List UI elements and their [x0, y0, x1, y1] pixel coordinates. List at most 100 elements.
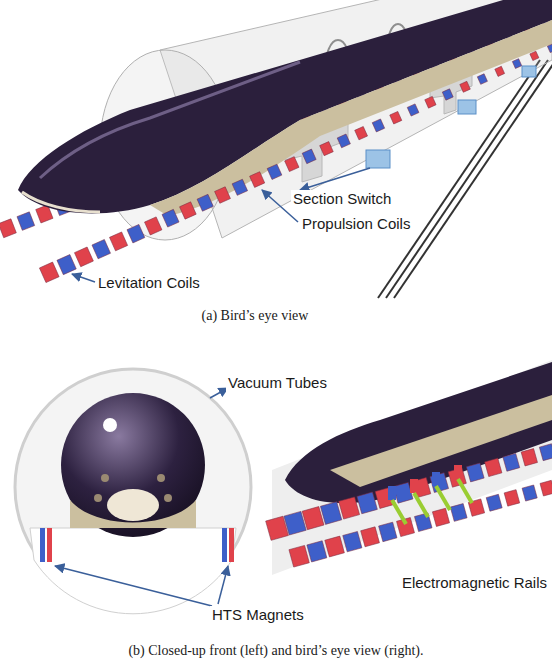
rail-coil — [504, 490, 520, 506]
highlight — [103, 418, 117, 432]
callout-label: Levitation Coils — [96, 274, 202, 292]
levitation-coil — [425, 96, 436, 108]
hts-magnet — [222, 528, 227, 562]
levitation-coil — [232, 179, 247, 195]
levitation-coil — [337, 134, 350, 148]
levitation-coil — [267, 164, 282, 179]
train-nose-trim — [22, 192, 100, 212]
rail-coil — [302, 507, 324, 530]
rail-coil — [357, 492, 377, 514]
levitation-coil — [442, 89, 453, 100]
callout-label: HTS Magnets — [210, 606, 306, 624]
hts-magnet — [410, 479, 418, 493]
hts-magnet — [432, 472, 440, 486]
propulsion-coil — [17, 212, 35, 230]
leader-arrow — [72, 274, 95, 282]
rail-coil — [325, 536, 345, 557]
train-front — [61, 393, 205, 537]
figure-caption: (b) Closed-up front (left) and bird’s ey… — [126, 643, 425, 660]
leader-arrow — [300, 168, 370, 190]
light — [164, 494, 172, 502]
levitation-coil — [460, 81, 471, 92]
light — [157, 474, 165, 482]
rail-coil — [540, 480, 552, 496]
rail-coil — [379, 522, 397, 541]
hts-magnet — [47, 528, 52, 562]
levitation-coil — [285, 157, 299, 172]
birds-eye-view — [0, 0, 552, 298]
rail-coil — [486, 494, 502, 511]
rail-coil — [466, 463, 484, 482]
train-body — [18, 0, 552, 213]
section-switch — [522, 66, 536, 77]
rail-coil — [503, 453, 520, 471]
levitation-coil-row — [39, 44, 552, 283]
callout-label: Vacuum Tubes — [226, 374, 329, 392]
leader-arrow — [55, 566, 212, 606]
rail-coil — [521, 449, 537, 466]
levitation-coil — [197, 194, 213, 211]
hts-magnet — [454, 465, 462, 479]
field-bar — [436, 486, 450, 510]
levitation-coil — [250, 172, 265, 188]
levitation-coil — [407, 104, 419, 116]
levitation-coil — [74, 247, 93, 267]
levitation-coil — [145, 217, 162, 235]
callout-label: Electromagnetic Rails — [400, 574, 549, 592]
rail-coil — [522, 485, 537, 501]
propulsion-coil — [0, 219, 16, 238]
rail-coil — [450, 504, 467, 522]
hts-magnet — [229, 528, 234, 562]
rail-coil — [320, 502, 341, 525]
electromagnetic-rail — [289, 480, 552, 567]
levitation-coil — [547, 44, 552, 53]
levitation-coil — [180, 202, 197, 219]
train-band — [330, 395, 552, 487]
guideway — [30, 528, 236, 614]
field-bar — [458, 479, 472, 503]
levitation-coil — [109, 232, 127, 251]
levitation-coil — [57, 255, 76, 275]
light — [94, 494, 102, 502]
rail-coil — [343, 531, 362, 551]
leader-arrow — [218, 566, 228, 604]
section-switch — [458, 100, 476, 114]
levitation-coil — [372, 119, 384, 132]
tube-wall — [272, 360, 552, 575]
levitation-coil — [355, 127, 368, 140]
field-bar — [414, 493, 428, 517]
rail-coil — [539, 444, 552, 461]
levitation-coil — [390, 111, 402, 124]
callout-label: Propulsion Coils — [300, 215, 412, 233]
rail-coil — [432, 508, 449, 526]
levitation-coil — [127, 224, 145, 242]
light — [101, 474, 109, 482]
train-band — [150, 20, 552, 216]
levitation-coil — [92, 239, 111, 258]
front-view — [15, 369, 251, 614]
rail-coil — [361, 527, 380, 547]
levitation-coil — [39, 262, 59, 282]
levitation-coil — [530, 51, 539, 60]
rail-coil — [284, 511, 306, 535]
train-nose — [107, 489, 159, 521]
levitation-coil — [215, 187, 231, 204]
rail-coil — [307, 541, 327, 562]
side-view — [266, 360, 552, 575]
levitation-coil — [477, 74, 487, 85]
electromagnetic-rail — [266, 444, 552, 541]
levitation-coil — [495, 66, 505, 76]
levitation-coil — [162, 209, 179, 227]
rail-coil — [485, 458, 502, 476]
rail-coil — [339, 497, 360, 519]
rail-coil — [289, 545, 309, 567]
levitation-coil — [512, 59, 521, 69]
figure-caption: (a) Bird’s eye view — [200, 308, 311, 325]
levitation-coil — [302, 149, 316, 164]
levitation-coil — [320, 142, 334, 156]
field-bar — [392, 500, 406, 524]
hts-magnet — [388, 486, 396, 500]
callout-label: Section Switch — [291, 190, 393, 208]
